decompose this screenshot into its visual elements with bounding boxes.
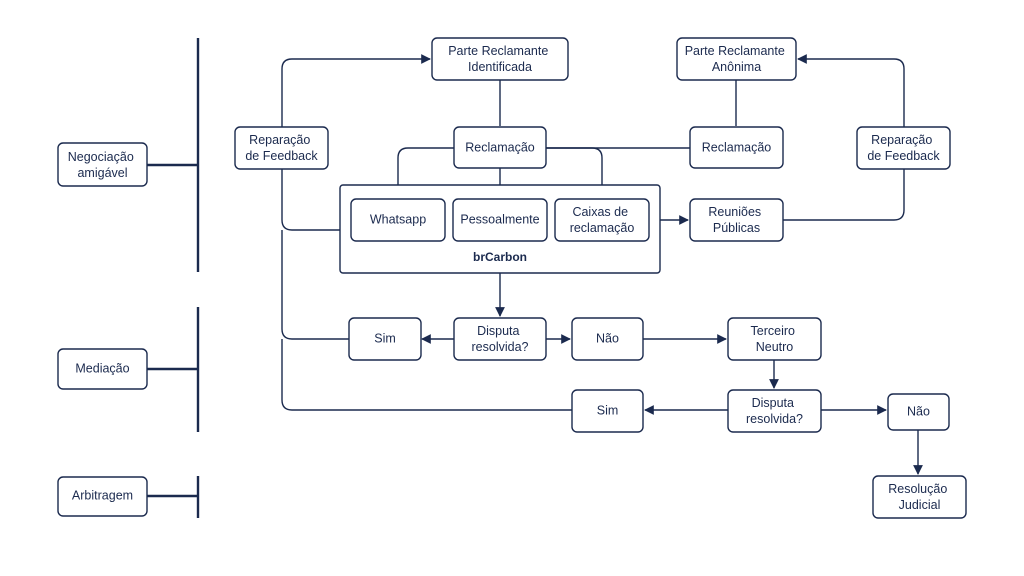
node-disputa-2-label: Disputa resolvida? <box>746 396 803 426</box>
node-reparacao-direita-label: Reparação de Feedback <box>867 133 940 163</box>
node-reparacao-esquerda: Reparação de Feedback <box>234 126 329 170</box>
stage-mediacao-label: Mediação <box>75 361 129 375</box>
node-caixas: Caixas de reclamação <box>554 198 650 242</box>
node-resolucao-label: Resolução Judicial <box>888 482 951 512</box>
node-disputa-1-label: Disputa resolvida? <box>472 324 529 354</box>
node-disputa-1: Disputa resolvida? <box>453 317 547 361</box>
node-parte-anonima: Parte Reclamante Anônima <box>676 37 797 81</box>
brcarbon-label: brCarbon <box>473 250 527 264</box>
node-nao-1-label: Não <box>596 331 619 345</box>
stage-negociacao-label: Negociação amigável <box>68 150 138 180</box>
node-caixas-label: Caixas de reclamação <box>570 205 635 235</box>
stage-mediacao: Mediação <box>57 348 148 390</box>
node-reunioes-label: Reuniões Públicas <box>708 205 764 235</box>
node-reunioes: Reuniões Públicas <box>689 198 784 242</box>
node-parte-identificada: Parte Reclamante Identificada <box>431 37 569 81</box>
node-reclamacao-esquerda-label: Reclamação <box>465 140 535 154</box>
node-terceiro: Terceiro Neutro <box>727 317 822 361</box>
node-whatsapp-label: Whatsapp <box>370 212 426 226</box>
node-reparacao-direita: Reparação de Feedback <box>856 126 951 170</box>
stage-arbitragem: Arbitragem <box>57 476 148 517</box>
stage-negociacao: Negociação amigável <box>57 142 148 187</box>
node-reclamacao-direita-label: Reclamação <box>702 140 772 154</box>
node-reclamacao-direita: Reclamação <box>689 126 784 169</box>
node-sim-2-label: Sim <box>597 403 619 417</box>
node-nao-1: Não <box>571 317 644 361</box>
node-whatsapp: Whatsapp <box>350 198 446 242</box>
node-reparacao-esquerda-label: Reparação de Feedback <box>245 133 318 163</box>
node-resolucao: Resolução Judicial <box>872 475 967 519</box>
node-sim-1-label: Sim <box>374 331 396 345</box>
node-disputa-2: Disputa resolvida? <box>727 389 822 433</box>
node-parte-anonima-label: Parte Reclamante Anônima <box>685 44 789 74</box>
stage-arbitragem-label: Arbitragem <box>72 488 133 502</box>
node-pessoalmente-label: Pessoalmente <box>460 212 539 226</box>
node-sim-1: Sim <box>348 317 422 361</box>
node-reclamacao-esquerda: Reclamação <box>453 126 547 169</box>
node-sim-2: Sim <box>571 389 644 433</box>
node-nao-2-label: Não <box>907 404 930 418</box>
node-parte-identificada-label: Parte Reclamante Identificada <box>448 44 552 74</box>
node-terceiro-label: Terceiro Neutro <box>751 324 799 354</box>
node-nao-2: Não <box>887 393 950 431</box>
node-pessoalmente: Pessoalmente <box>452 198 548 242</box>
